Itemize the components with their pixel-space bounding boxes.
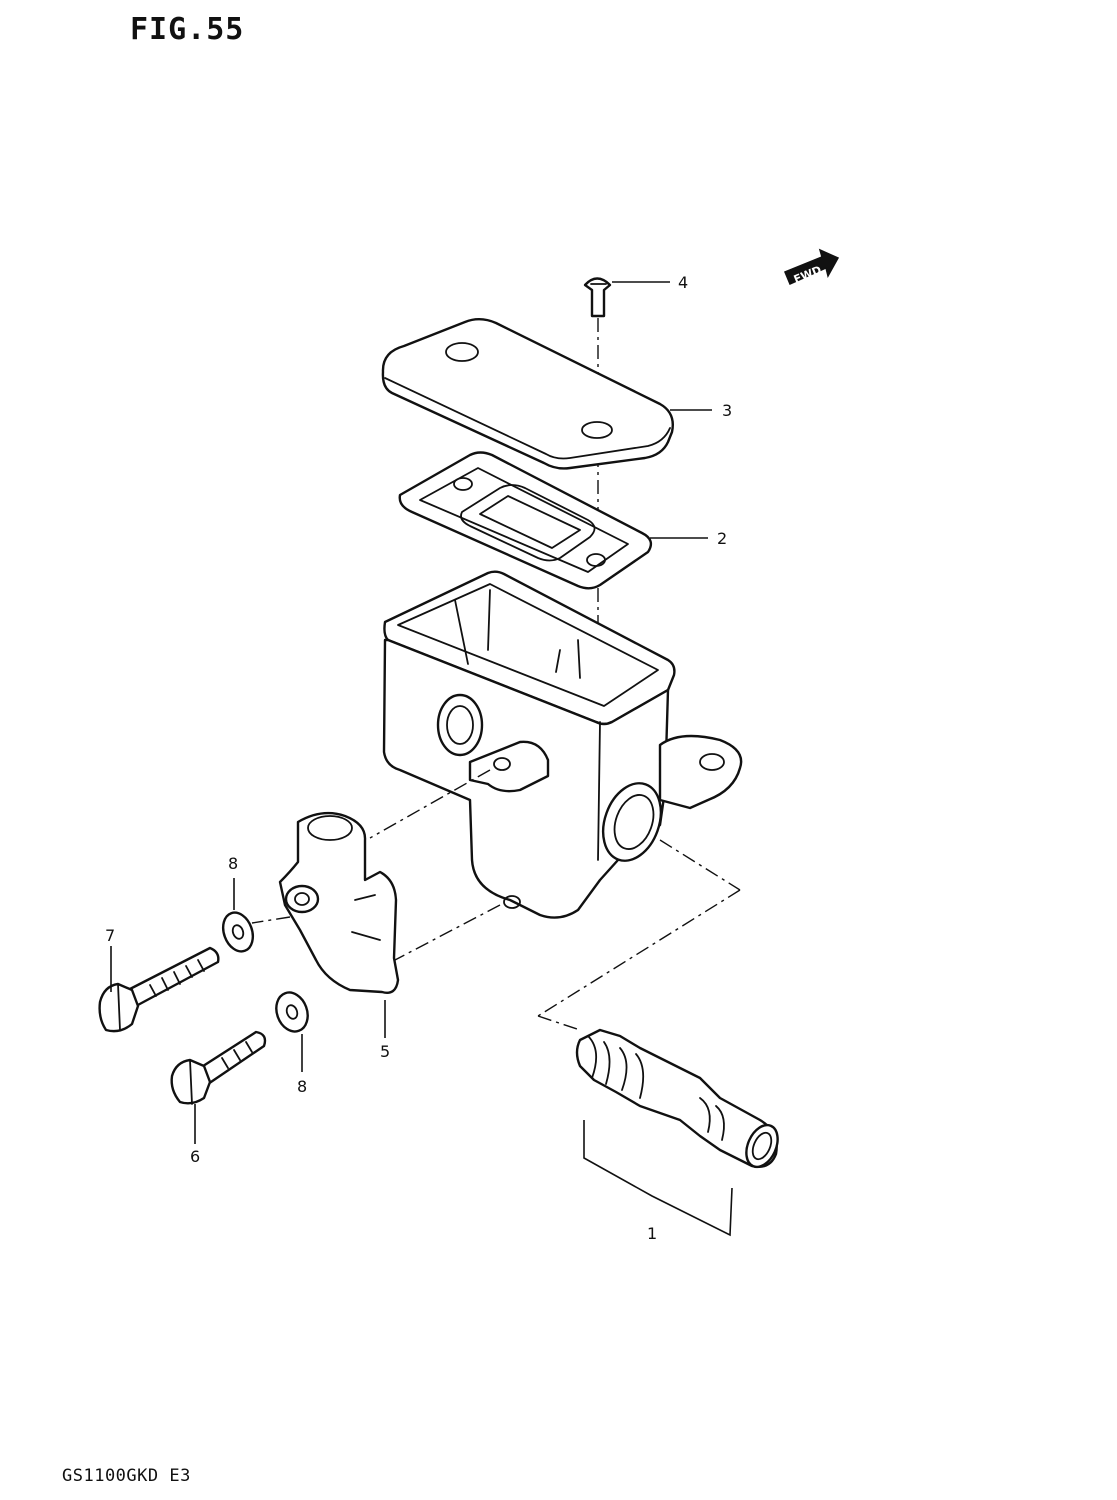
part-1-piston-set (575, 1028, 779, 1169)
callout-8-lower: 8 (297, 1077, 307, 1096)
model-code-footer: GS1100GKD E3 (62, 1466, 191, 1486)
callout-3: 3 (722, 401, 732, 420)
part-6-short-bolt (170, 1030, 267, 1105)
callout-2: 2 (717, 529, 727, 548)
part-2-diaphragm (398, 451, 653, 590)
master-cylinder-body (382, 570, 743, 919)
part-8-washer-upper (221, 911, 255, 953)
part-3-reservoir-cover (381, 318, 674, 470)
callout-5: 5 (380, 1042, 390, 1061)
callout-1: 1 (647, 1224, 657, 1243)
callout-6: 6 (190, 1147, 200, 1166)
callout-7: 7 (105, 926, 115, 945)
part-4-screw (583, 277, 612, 318)
part-7-long-bolt (98, 946, 220, 1033)
part-5-lever-holder (278, 811, 400, 994)
callout-8-upper: 8 (228, 854, 238, 873)
figure-title: FIG.55 (130, 12, 245, 47)
fwd-arrow-icon: FWD (784, 248, 840, 286)
callout-4: 4 (678, 273, 688, 292)
part-8-washer-lower (275, 991, 309, 1033)
